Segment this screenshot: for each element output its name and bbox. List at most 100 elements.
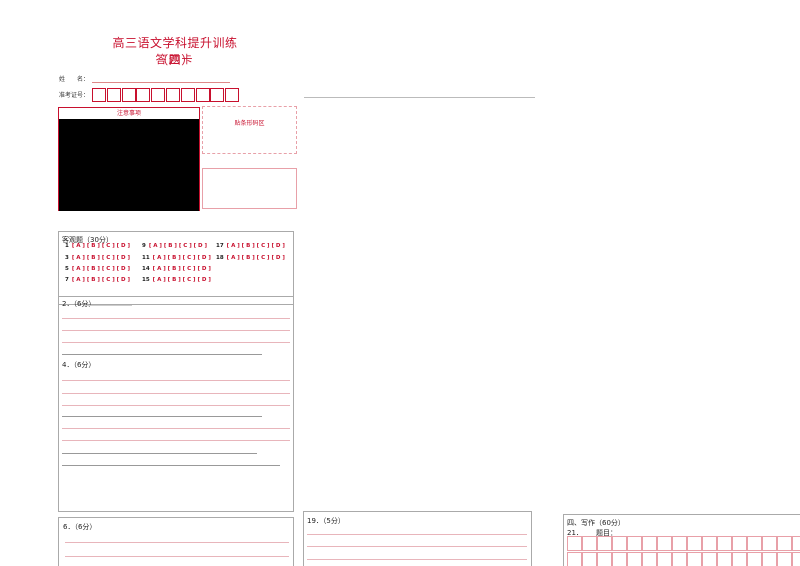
objective-item[interactable]: 7[ A ] [ B ] [ C ] [ D ] [65, 277, 130, 283]
writing-grid-cell[interactable] [597, 536, 612, 551]
writing-grid-cell[interactable] [672, 536, 687, 551]
answer-line[interactable] [62, 428, 290, 429]
page-subtitle: 答题卡 [155, 53, 195, 66]
writing-grid-cell[interactable] [627, 536, 642, 551]
answer-line[interactable] [62, 342, 290, 343]
notice-redacted-area [59, 119, 199, 211]
writing-grid-cell[interactable] [657, 552, 672, 566]
ticket-digit-box[interactable] [195, 88, 210, 102]
question-2-label: 2．（6分） [62, 300, 96, 308]
writing-grid-cell[interactable] [792, 552, 800, 566]
writing-grid-cell[interactable] [567, 536, 582, 551]
ticket-digit-box[interactable] [225, 88, 240, 102]
answer-line[interactable] [307, 546, 527, 547]
answer-line[interactable] [62, 354, 262, 355]
writing-grid-cell[interactable] [642, 536, 657, 551]
answer-line[interactable] [62, 393, 290, 394]
writing-grid-cell[interactable] [582, 552, 597, 566]
blank-box [202, 168, 297, 209]
objective-item[interactable]: 14[ A ] [ B ] [ C ] [ D ] [142, 266, 211, 272]
objective-item-options[interactable]: [ A ] [ B ] [ C ] [ D ] [148, 243, 208, 249]
question-4-label: 4．（6分） [62, 361, 96, 369]
objective-item-options[interactable]: [ A ] [ B ] [ C ] [ D ] [71, 277, 131, 283]
answer-line[interactable] [307, 534, 527, 535]
objective-item[interactable]: 1[ A ] [ B ] [ C ] [ D ] [65, 243, 130, 249]
writing-grid-cell[interactable] [762, 552, 777, 566]
objective-item[interactable]: 17[ A ] [ B ] [ C ] [ D ] [216, 243, 285, 249]
objective-item-options[interactable]: [ A ] [ B ] [ C ] [ D ] [226, 255, 285, 261]
question-19-label: 19．（5分） [307, 517, 345, 525]
answer-section-6: 6．（6分） [58, 517, 294, 566]
writing-grid-cell[interactable] [627, 552, 642, 566]
answer-line[interactable] [65, 542, 289, 543]
objective-item[interactable]: 11[ A ] [ B ] [ C ] [ D ] [142, 255, 211, 261]
ticket-digit-box[interactable] [166, 88, 180, 102]
answer-line[interactable] [65, 556, 289, 557]
ticket-digit-box[interactable] [136, 88, 151, 102]
ticket-digit-box[interactable] [121, 88, 136, 102]
writing-grid-cell[interactable] [612, 536, 627, 551]
objective-item[interactable]: 3[ A ] [ B ] [ C ] [ D ] [65, 255, 130, 261]
writing-grid-cell[interactable] [792, 536, 800, 551]
answer-line[interactable] [62, 318, 290, 319]
objective-item-options[interactable]: [ A ] [ B ] [ C ] [ D ] [152, 255, 211, 261]
writing-grid-cell[interactable] [702, 552, 717, 566]
writing-grid-cell[interactable] [702, 536, 717, 551]
writing-grid[interactable] [565, 536, 800, 566]
writing-grid-cell[interactable] [687, 536, 702, 551]
writing-grid-cell[interactable] [732, 536, 747, 551]
objective-item-options[interactable]: [ A ] [ B ] [ C ] [ D ] [152, 277, 211, 283]
writing-grid-cell[interactable] [672, 552, 687, 566]
objective-item-options[interactable]: [ A ] [ B ] [ C ] [ D ] [71, 243, 131, 249]
writing-grid-cell[interactable] [747, 536, 762, 551]
answer-line[interactable] [62, 330, 290, 331]
notice-label: 注意事项 [116, 110, 141, 117]
writing-grid-cell[interactable] [582, 536, 597, 551]
topic-label: 题目： [596, 529, 617, 537]
writing-grid-cell[interactable] [597, 552, 612, 566]
objective-item-options[interactable]: [ A ] [ B ] [ C ] [ D ] [71, 255, 131, 261]
writing-grid-cell[interactable] [642, 552, 657, 566]
writing-grid-cell[interactable] [612, 552, 627, 566]
answer-line[interactable] [62, 465, 280, 466]
objective-item[interactable]: 9[ A ] [ B ] [ C ] [ D ] [142, 243, 207, 249]
objective-item[interactable]: 15[ A ] [ B ] [ C ] [ D ] [142, 277, 211, 283]
objective-item-number: 11 [142, 255, 150, 261]
objective-item-options[interactable]: [ A ] [ B ] [ C ] [ D ] [71, 266, 131, 272]
answer-line[interactable] [62, 440, 290, 441]
writing-grid-cell[interactable] [567, 552, 582, 566]
writing-grid-cell[interactable] [687, 552, 702, 566]
ticket-digit-box[interactable] [210, 88, 225, 102]
answer-line[interactable] [62, 453, 257, 454]
name-field[interactable] [92, 82, 230, 83]
objective-item[interactable]: 18[ A ] [ B ] [ C ] [ D ] [216, 255, 285, 261]
objective-item[interactable]: 5[ A ] [ B ] [ C ] [ D ] [65, 266, 130, 272]
objective-item-number: 15 [142, 277, 150, 283]
writing-grid-cell[interactable] [777, 536, 792, 551]
answer-section-2-4: 2．（6分） 4．（6分） [58, 296, 294, 512]
objective-item-number: 18 [216, 255, 224, 261]
ticket-digit-box[interactable] [180, 88, 195, 102]
q2-short-line [84, 305, 132, 306]
writing-grid-cell[interactable] [717, 536, 732, 551]
objective-item-options[interactable]: [ A ] [ B ] [ C ] [ D ] [152, 266, 211, 272]
writing-grid-cell[interactable] [717, 552, 732, 566]
ticket-digit-box[interactable] [92, 88, 106, 102]
answer-line[interactable] [307, 559, 527, 560]
objective-item-options[interactable]: [ A ] [ B ] [ C ] [ D ] [226, 243, 285, 249]
writing-grid-cell[interactable] [747, 552, 762, 566]
ticket-digit-box[interactable] [151, 88, 166, 102]
writing-grid-cell[interactable] [732, 552, 747, 566]
objective-item-number: 1 [65, 243, 69, 249]
objective-item-number: 14 [142, 266, 150, 272]
answer-line[interactable] [62, 416, 262, 417]
objective-item-number: 9 [142, 243, 146, 249]
writing-grid-cell[interactable] [657, 536, 672, 551]
ticket-digit-box[interactable] [106, 88, 121, 102]
writing-grid-cell[interactable] [777, 552, 792, 566]
answer-line[interactable] [62, 405, 290, 406]
objective-item-number: 5 [65, 266, 69, 272]
answer-line[interactable] [62, 380, 290, 381]
writing-grid-cell[interactable] [762, 536, 777, 551]
notice-box: 注意事项 [58, 107, 200, 211]
